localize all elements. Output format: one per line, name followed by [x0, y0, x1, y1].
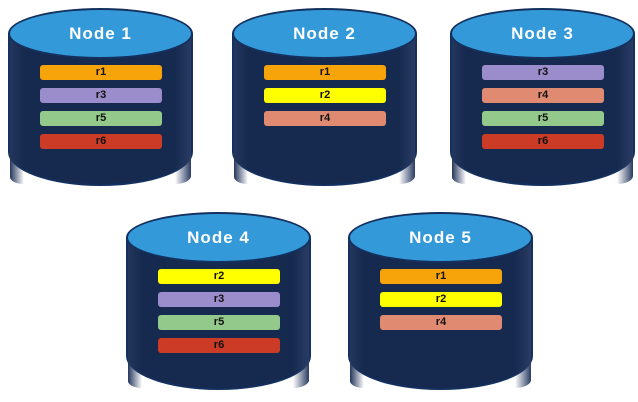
database-node-4[interactable]: Node 4 r2 r3 r5 r6 [126, 212, 311, 390]
node-label: Node 5 [409, 227, 472, 247]
shard-r3[interactable]: r3 [158, 292, 280, 307]
node-label: Node 1 [69, 23, 132, 43]
shard-r2[interactable]: r2 [264, 88, 386, 103]
node-label: Node 2 [293, 23, 356, 43]
node-label: Node 4 [187, 227, 250, 247]
shard-r3[interactable]: r3 [482, 65, 604, 80]
database-node-5[interactable]: Node 5 r1 r2 r4 [348, 212, 533, 390]
shard-r1[interactable]: r1 [40, 65, 162, 80]
shard-list: r1 r3 r5 r6 [40, 65, 162, 149]
shard-list: r1 r2 r4 [264, 65, 386, 126]
shard-r5[interactable]: r5 [40, 111, 162, 126]
node-cylinder-top [450, 8, 635, 59]
node-cylinder-top [348, 212, 533, 263]
shard-list: r2 r3 r5 r6 [158, 269, 280, 353]
node-cylinder-top [232, 8, 417, 59]
shard-r6[interactable]: r6 [158, 338, 280, 353]
shard-r4[interactable]: r4 [264, 111, 386, 126]
node-cylinder-top [8, 8, 193, 59]
node-label: Node 3 [511, 23, 574, 43]
node-cylinder-body [450, 33, 635, 186]
shard-r2[interactable]: r2 [158, 269, 280, 284]
shard-r6[interactable]: r6 [482, 134, 604, 149]
shard-r2[interactable]: r2 [380, 292, 502, 307]
database-node-2[interactable]: Node 2 r1 r2 r4 [232, 8, 417, 186]
shard-r5[interactable]: r5 [482, 111, 604, 126]
shard-r4[interactable]: r4 [380, 315, 502, 330]
shard-list: r1 r2 r4 [380, 269, 502, 330]
shard-r1[interactable]: r1 [380, 269, 502, 284]
shard-r4[interactable]: r4 [482, 88, 604, 103]
database-node-1[interactable]: Node 1 r1 r3 r5 r6 [8, 8, 193, 186]
shard-list: r3 r4 r5 r6 [482, 65, 604, 149]
shard-r5[interactable]: r5 [158, 315, 280, 330]
node-cylinder-top [126, 212, 311, 263]
shard-r3[interactable]: r3 [40, 88, 162, 103]
shard-r1[interactable]: r1 [264, 65, 386, 80]
database-node-3[interactable]: Node 3 r3 r4 r5 r6 [450, 8, 635, 186]
shard-r6[interactable]: r6 [40, 134, 162, 149]
